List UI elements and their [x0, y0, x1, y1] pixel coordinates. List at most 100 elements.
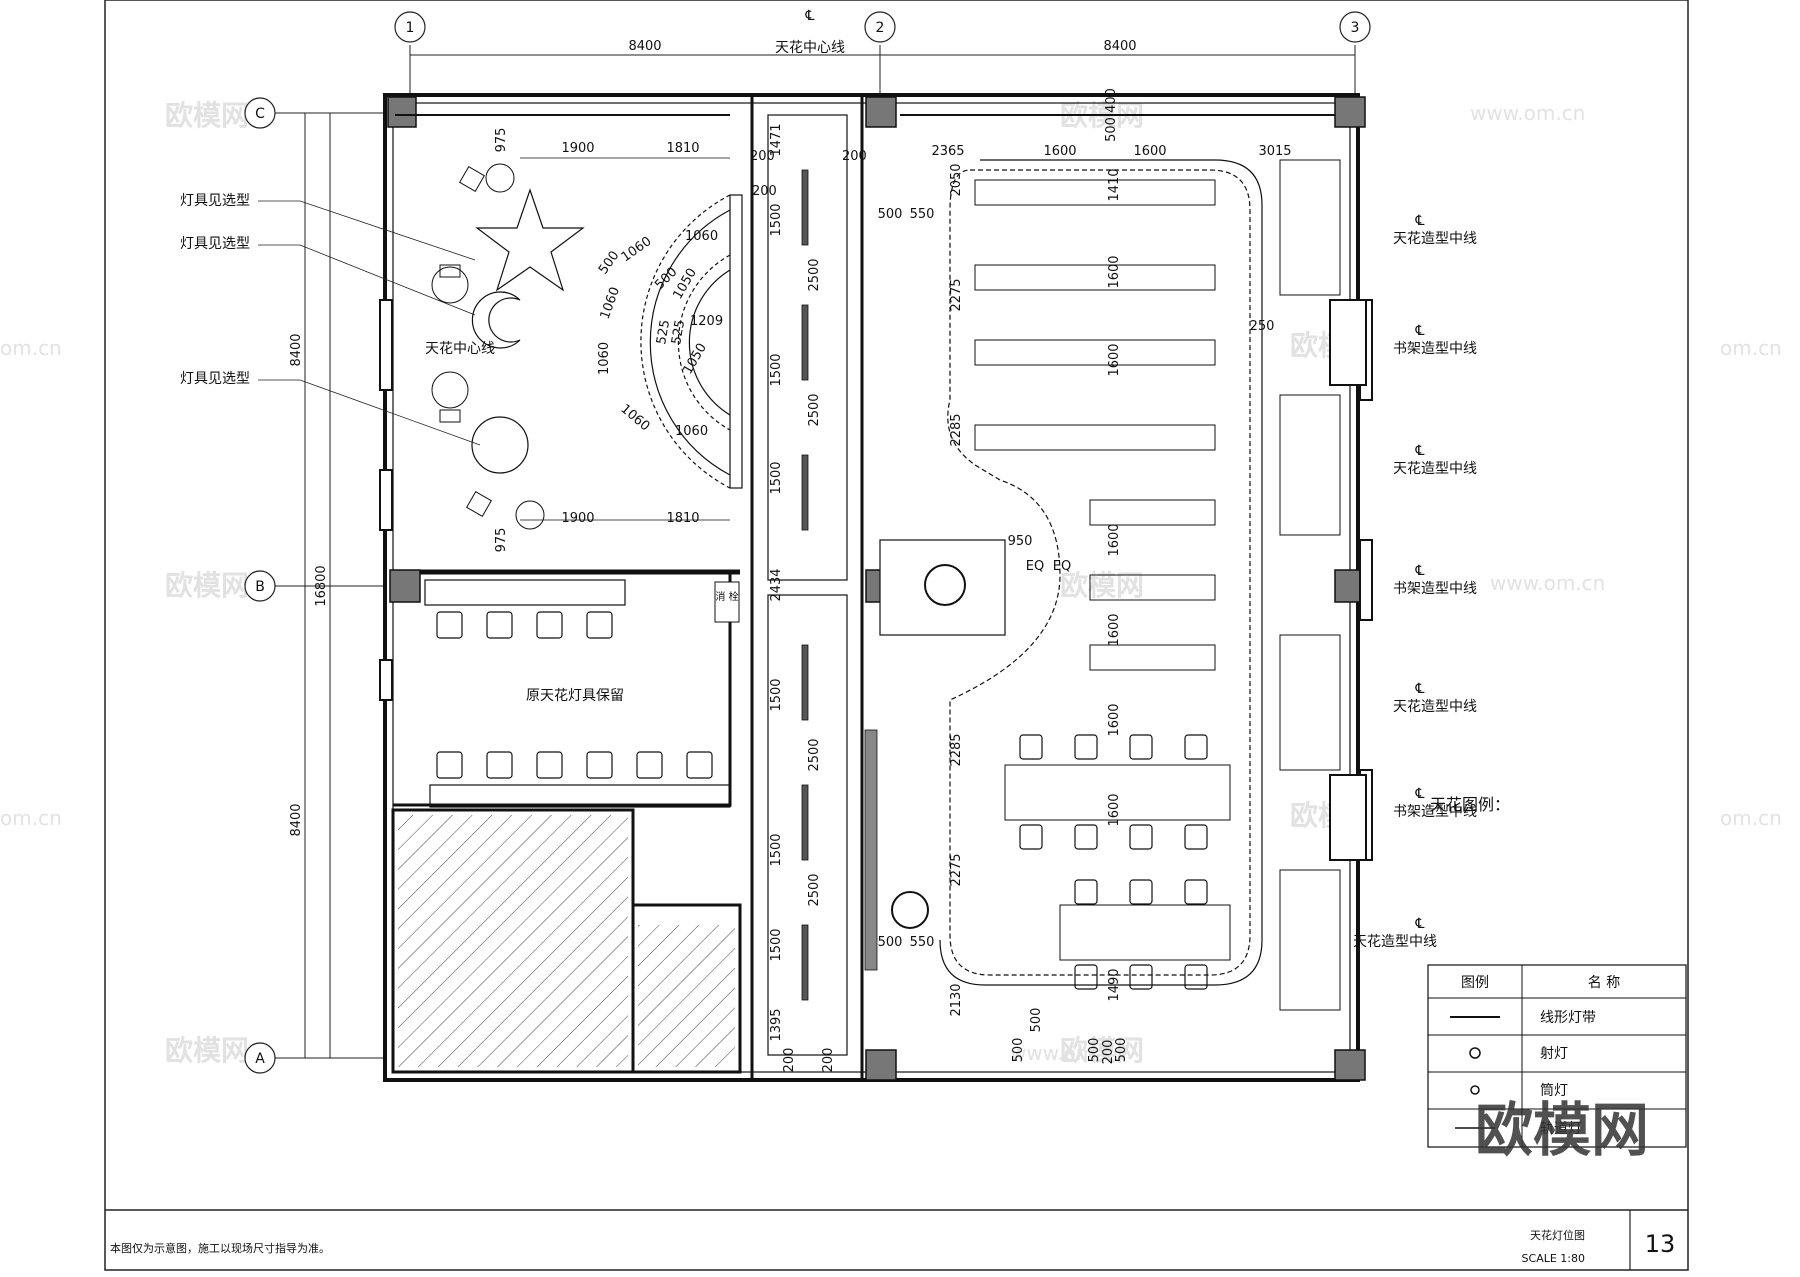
dim-right-v2: 1600: [1107, 703, 1122, 736]
dim-right-bottom: 500: [1114, 1038, 1129, 1063]
corridor-dim: 200: [750, 149, 775, 164]
watermarks: 欧模网 欧模网 www.om.cn om.cn 欧模网 om.cn 欧模网 欧模…: [0, 99, 1782, 1067]
dim-left-total: 16800: [314, 565, 329, 606]
dim-right-v1: 2285: [949, 413, 964, 446]
dim-right-v1: 2050: [949, 163, 964, 196]
corridor-dim: 200: [842, 149, 867, 164]
dim-right-eq: EQ: [1053, 559, 1071, 574]
corridor-dim: 1395: [769, 1008, 784, 1041]
dim-left-top-2: 1810: [666, 141, 699, 156]
legend-row: 射灯: [1540, 1046, 1568, 1062]
dim-right-250: 250: [1250, 319, 1275, 334]
ceiling-line-note: 天花造型中线: [1393, 699, 1477, 715]
dim-right-v2: 1600: [1107, 613, 1122, 646]
corridor-dim: 1500: [769, 833, 784, 866]
dim-left-top-1: 1900: [561, 141, 594, 156]
grid-bubble-1: [394, 11, 426, 43]
ceiling-line-note: 天花造型中线: [1353, 934, 1437, 950]
fire-box-label: 消 栓: [715, 590, 738, 603]
legend-row: 线形灯带: [1540, 1010, 1596, 1026]
dim-right-left-pair: 550: [910, 207, 935, 222]
drawing-scale: SCALE 1:80: [1522, 1252, 1585, 1265]
arc-dim: 1060: [675, 424, 708, 439]
arc-dimension-labels: 1060 1060 500 1060 500 1050 1209 1060 52…: [596, 229, 723, 439]
cl-symbol: ℄: [1415, 323, 1425, 339]
dim-right-v2: 1600: [1107, 255, 1122, 288]
dim-right-bottom: 500: [1011, 1038, 1026, 1063]
cl-symbol: ℄: [1415, 563, 1425, 579]
legend-title: 天花图例：: [1430, 795, 1510, 814]
dim-right-v2: 1600: [1107, 523, 1122, 556]
cl-symbol: ℄: [1415, 681, 1425, 697]
left-reading-room: [395, 114, 743, 808]
ceiling-line-note: 天花造型中线: [1393, 231, 1477, 247]
lamp-ref-label: 灯具见选型: [180, 193, 250, 209]
dim-left-span-1: 8400: [289, 333, 304, 366]
corridor-dim: 2500: [807, 738, 822, 771]
watermark-url: www.om.cn: [1010, 1041, 1125, 1065]
left-room-chairs: [436, 611, 713, 779]
corridor-light-strips: [801, 169, 878, 1001]
watermark-brand: 欧模网: [1060, 1034, 1144, 1067]
dim-top-span-1: 8400: [628, 39, 661, 54]
dim-right-top: 1600: [1043, 144, 1076, 159]
watermark-brand: 欧模网: [165, 99, 249, 132]
downlight-icon: [1470, 1085, 1480, 1095]
corridor-dim: 1500: [769, 203, 784, 236]
fire-hydrant-box: [714, 581, 740, 623]
dim-right-950: 950: [1008, 534, 1033, 549]
dim-right-v2: 1410: [1107, 168, 1122, 201]
dim-right-top: 3015: [1258, 144, 1291, 159]
watermark-url: om.cn: [0, 336, 62, 360]
dim-left-span-2: 8400: [289, 803, 304, 836]
corridor-dim: 200: [782, 1048, 797, 1073]
spotlight-icon: [1469, 1047, 1481, 1059]
dim-top-span-2: 8400: [1103, 39, 1136, 54]
grid-label-2: 2: [876, 20, 885, 36]
corridor-dim: 1471: [769, 123, 784, 156]
arc-dim: 1060: [685, 229, 718, 244]
round-ceiling-feature: [471, 416, 529, 474]
dim-right-v2: 1490: [1107, 968, 1122, 1001]
dim-right-v2: 1600: [1107, 343, 1122, 376]
dim-right-bottom: 200: [1101, 1040, 1116, 1065]
legend-table: [1427, 964, 1687, 1148]
cl-symbol: ℄: [1415, 443, 1425, 459]
grid-label-A: A: [255, 1051, 265, 1067]
arc-dim: 1209: [690, 314, 723, 329]
ceiling-line-note: 天花造型中线: [1393, 461, 1477, 477]
window-frames: [379, 299, 1373, 861]
footer-note: 本图仅为示意图，施工以现场尺寸指导为准。: [110, 1241, 330, 1255]
arc-dim: 1060: [597, 342, 612, 375]
dim-left-975-top: 975: [494, 128, 509, 153]
dim-right-top: 1600: [1133, 144, 1166, 159]
corridor-dim: 200: [752, 184, 777, 199]
corridor-dim: 2500: [807, 258, 822, 291]
watermark-brand: 欧模网: [165, 1034, 249, 1067]
dim-right-v1: 2275: [949, 278, 964, 311]
shelf-line-note: 书架造型中线: [1393, 341, 1477, 357]
arc-dim: 1060: [619, 234, 655, 265]
star-ceiling-feature: [475, 188, 585, 292]
corridor-dim: 1500: [769, 678, 784, 711]
structural-columns: [387, 96, 1366, 1081]
corridor-dim: 1500: [769, 461, 784, 494]
dim-right-eq: EQ: [1026, 559, 1044, 574]
ceiling-center-label-left: 天花中心线: [425, 341, 495, 357]
sheet-number: 13: [1645, 1230, 1676, 1258]
corridor-dim: 1500: [769, 353, 784, 386]
lamp-leaders: [258, 200, 481, 446]
dim-left-975-bottom: 975: [494, 528, 509, 553]
storage-room-hatch: [398, 815, 628, 1067]
arc-dim: 1050: [680, 341, 710, 377]
moon-ceiling-feature: [471, 291, 521, 349]
keep-original-label: 原天花灯具保留: [526, 688, 624, 704]
legend-header-name: 名 称: [1588, 975, 1620, 991]
watermark-url: www.om.cn: [1470, 101, 1585, 125]
grid-bubble-A: [244, 1042, 276, 1074]
dim-right-v2: 1600: [1107, 793, 1122, 826]
arc-dim: 525: [654, 319, 673, 346]
right-side-notes: ℄ 天花造型中线 ℄ 书架造型中线 ℄ 天花造型中线 ℄ 书架造型中线 ℄ 天花…: [1353, 213, 1477, 950]
cl-symbol: ℄: [1415, 213, 1425, 229]
